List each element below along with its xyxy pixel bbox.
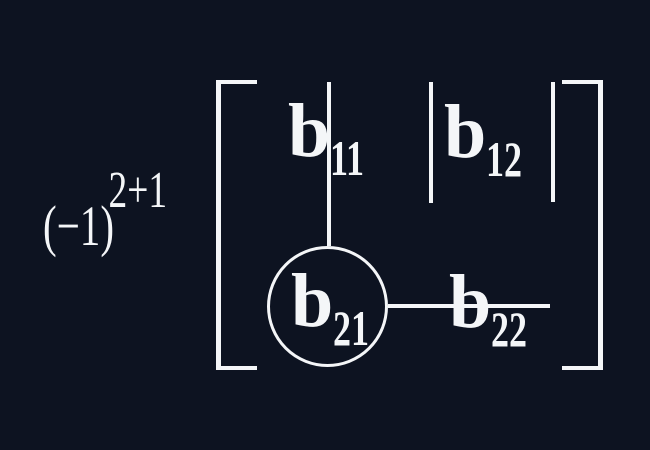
entry-subscript: 12: [486, 131, 523, 187]
left-bracket: [216, 80, 257, 370]
row-2-strike-line: [388, 304, 550, 308]
sign-coefficient: (−1) 2+1: [43, 165, 167, 265]
matrix-entry-b11: b11: [288, 93, 378, 183]
entry-symbol: b: [288, 89, 331, 173]
entry-symbol: b: [444, 90, 487, 174]
minor-determinant-left-bar: [429, 82, 433, 203]
sign-base: (−1): [43, 195, 114, 258]
sign-exponent: 2+1: [108, 162, 168, 219]
entry-symbol: b: [449, 260, 492, 344]
entry-subscript: 11: [330, 130, 365, 186]
column-1-strike-line: [327, 82, 331, 246]
matrix-entry-b12: b12: [444, 94, 536, 184]
right-bracket: [562, 80, 603, 370]
entry-subscript: 22: [491, 301, 528, 357]
b21-highlight-circle: [267, 246, 388, 367]
matrix-entry-b22: b22: [449, 264, 541, 354]
minor-determinant-right-bar: [551, 82, 555, 202]
